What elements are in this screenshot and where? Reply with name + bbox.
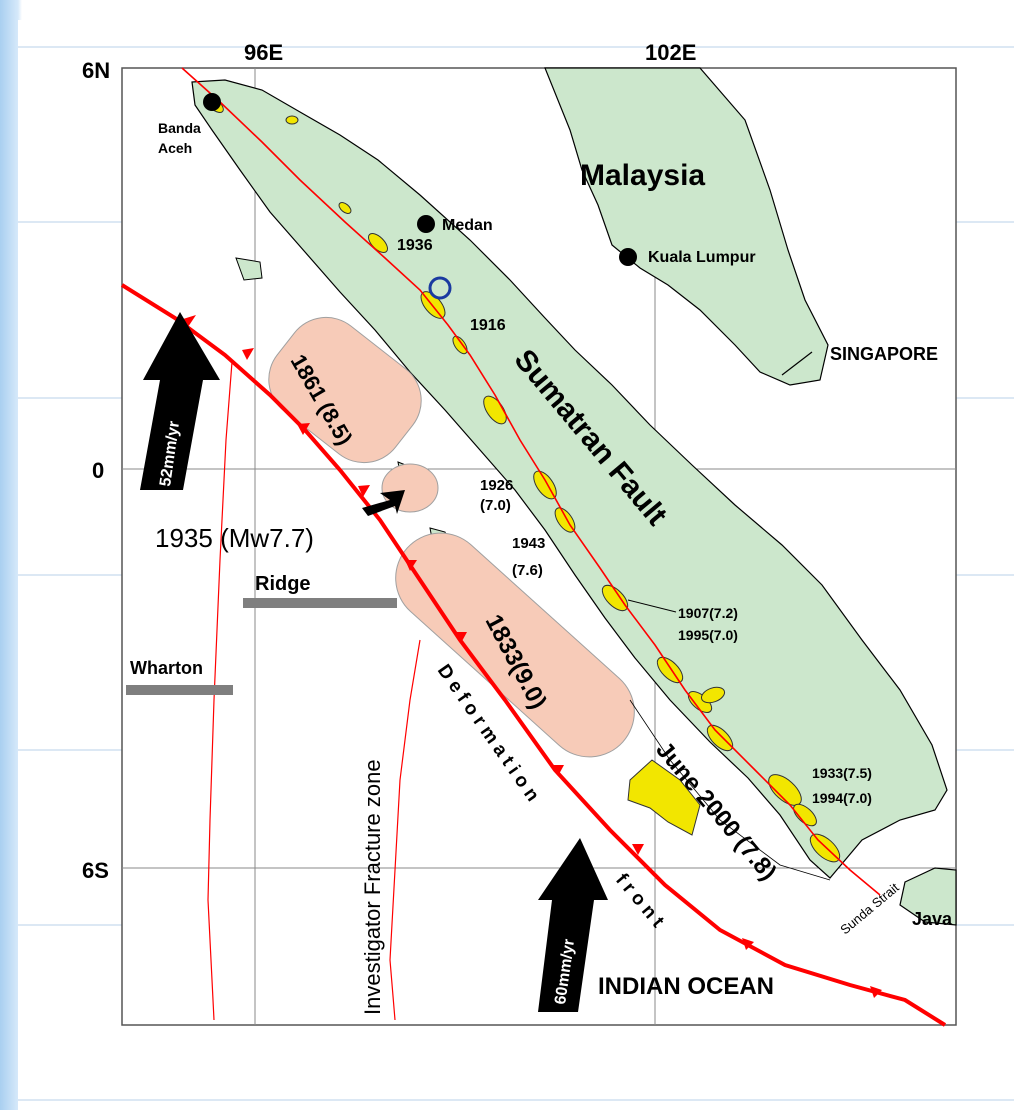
singapore-label: SINGAPORE xyxy=(830,344,938,364)
kuala-lumpur-label: Kuala Lumpur xyxy=(648,249,756,266)
plate-arrow-south xyxy=(538,838,608,1012)
fracture-line-west xyxy=(207,361,233,1021)
label-1907: 1907(7.2) xyxy=(678,605,738,621)
banda-label-2: Aceh xyxy=(158,140,192,156)
plate-arrow-north xyxy=(140,312,220,490)
wharton-label: Wharton xyxy=(130,658,203,678)
kuala-lumpur-marker xyxy=(619,248,637,266)
label-1943: 1943 xyxy=(512,535,545,552)
lat-label-0: 0 xyxy=(92,458,104,483)
rupture-zone-2000 xyxy=(627,759,701,836)
banda-aceh-marker xyxy=(203,93,221,111)
rupture-zone-1833 xyxy=(395,532,635,758)
sumatran-fault-trace xyxy=(181,67,881,896)
label-1933: 1933(7.5) xyxy=(812,765,872,781)
label-1943-mag: (7.6) xyxy=(512,562,543,579)
label-1926: 1926 xyxy=(480,477,513,494)
lat-label-6s: 6S xyxy=(82,858,109,883)
sumatra-island xyxy=(191,79,948,879)
ridge-label: Ridge xyxy=(255,573,311,595)
indian-ocean-label: INDIAN OCEAN xyxy=(598,973,774,1000)
label-1936: 1936 xyxy=(397,237,433,254)
lon-label-96e: 96E xyxy=(244,40,283,65)
label-1995: 1995(7.0) xyxy=(678,627,738,643)
malaysia-label: Malaysia xyxy=(580,159,705,192)
fracture-line-east xyxy=(389,639,421,1021)
subduction-teeth xyxy=(183,315,882,998)
malay-peninsula xyxy=(544,67,829,386)
lon-label-102e: 102E xyxy=(645,40,696,65)
pointer-arrow xyxy=(362,490,405,516)
fault-ruptures xyxy=(206,97,841,863)
investigator-label: Investigator Fracture zone xyxy=(360,759,385,1015)
ridge-bar xyxy=(243,598,397,608)
deformation-front-line xyxy=(120,283,947,1027)
1936-marker xyxy=(428,276,452,300)
medan-marker xyxy=(417,215,435,233)
banda-label-1: Banda xyxy=(158,120,201,136)
java-island xyxy=(899,867,957,926)
label-1994: 1994(7.0) xyxy=(812,790,872,806)
medan-label: Medan xyxy=(442,217,493,234)
wharton-bar xyxy=(126,685,233,695)
label-1926-mag: (7.0) xyxy=(480,497,511,514)
lat-label-6n: 6N xyxy=(82,58,110,83)
label-1935: 1935 (Mw7.7) xyxy=(155,523,314,553)
label-1916: 1916 xyxy=(470,317,506,334)
shelf-trace xyxy=(629,699,831,881)
java-label: Java xyxy=(912,909,953,929)
